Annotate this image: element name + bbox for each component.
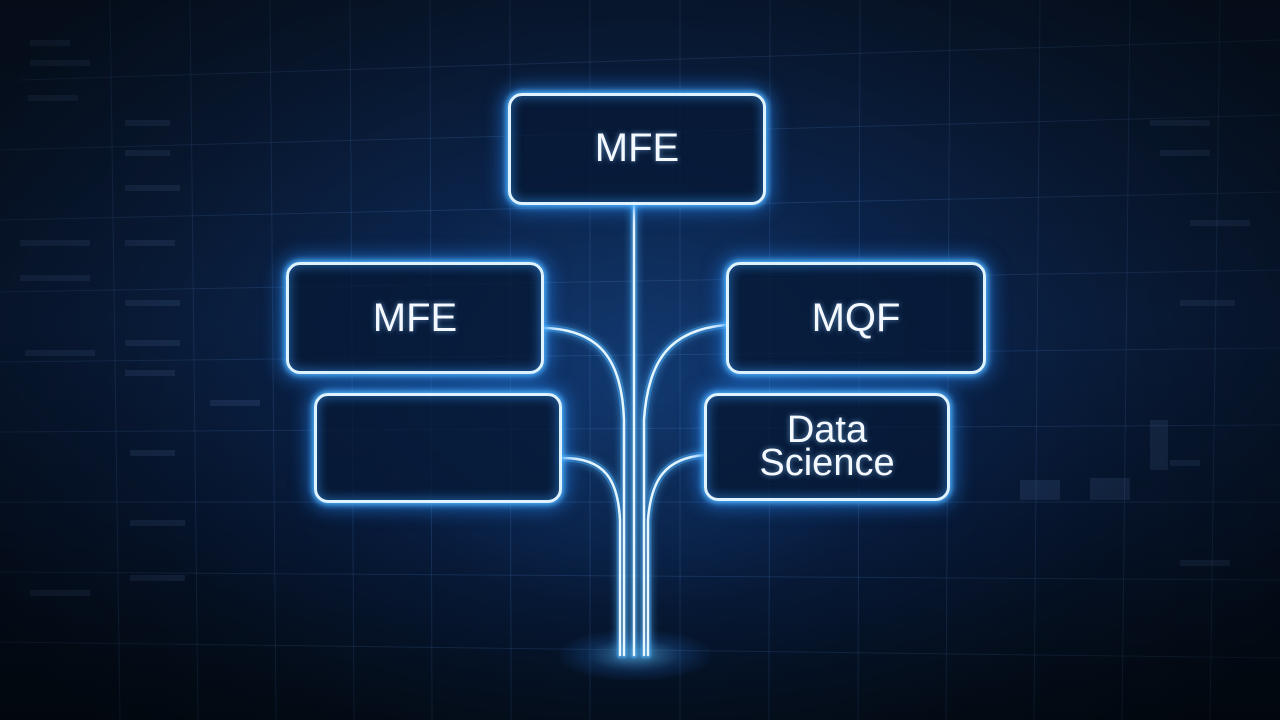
node-right-lower[interactable]: Data Science <box>704 393 950 501</box>
node-right-lower-text: Data Science <box>759 409 895 484</box>
node-left-upper[interactable]: MFE <box>286 262 544 374</box>
node-right-lower-label-line1: Data <box>786 409 868 451</box>
node-top-label: MFE <box>594 126 680 170</box>
branch-left-upper <box>543 326 626 657</box>
node-left-upper-label: MFE <box>372 296 458 340</box>
node-left-lower[interactable] <box>314 393 562 503</box>
node-right-upper-label: MQF <box>811 296 901 340</box>
node-top[interactable]: MFE <box>508 93 766 205</box>
node-right-lower-label-line2: Science <box>759 442 895 484</box>
branch-right-lower <box>646 453 707 657</box>
branch-left-lower <box>561 456 622 657</box>
branch-right-upper <box>642 323 728 657</box>
node-right-upper[interactable]: MQF <box>726 262 986 374</box>
